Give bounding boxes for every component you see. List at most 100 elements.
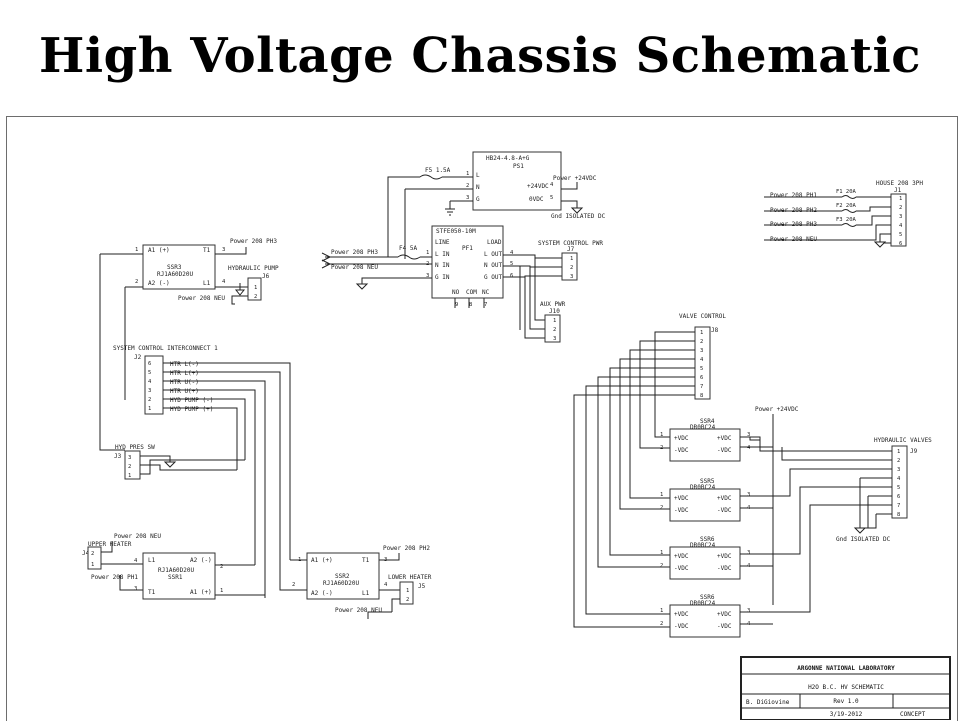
dc-relay-1-n3: 3 — [747, 432, 750, 438]
house-pin2: 2 — [899, 205, 902, 211]
fuse-f5-label: F5 1.5A — [425, 167, 451, 174]
j3-ref: J3 — [114, 453, 122, 460]
ssr1-ref: SSR1 — [168, 574, 183, 581]
power-filter-pf1: STFE050-10M PF1 LINE LOAD L IN N IN G IN… — [426, 225, 514, 308]
dc-relay-1-in-plus: +VDC — [674, 435, 689, 442]
ssr2-power-neu: Power 208 NEU — [335, 607, 382, 614]
house-fuse-f3: F3 20A — [836, 217, 857, 223]
house-in-ph3: Power 208 PH3 — [770, 221, 817, 228]
house-pin3: 3 — [899, 214, 902, 220]
ssr3-part: RJ1A60D20U — [157, 271, 194, 278]
connector-j8: VALVE CONTROL J8 1 2 3 4 5 6 7 8 — [679, 313, 726, 400]
j3-pin1: 1 — [128, 473, 131, 479]
j6-power-neu: Power 208 NEU — [178, 295, 225, 302]
ps1-pin-24v: +24VDC — [527, 183, 549, 190]
pf1-n3: 3 — [426, 273, 429, 279]
j5-pin2: 2 — [406, 597, 409, 603]
dc-relay-4-out-minus: -VDC — [717, 623, 732, 630]
ps1-ref: PS1 — [513, 163, 524, 170]
pf1-part: STFE050-10M — [436, 228, 476, 235]
j2-pin1: 1 — [148, 406, 151, 412]
relay-ssr2: A1 (+) T1 SSR2 RJ1A60D20U A2 (-) L1 1 3 … — [292, 552, 388, 600]
dc-relay-3-part: DR0BC24 — [690, 542, 716, 549]
pf1-lout: L OUT — [484, 251, 502, 258]
j2-sig-1: HYD PUMP (+) — [170, 406, 213, 413]
ssr2-a2: A2 (-) — [311, 590, 333, 597]
ssr2-l1: L1 — [362, 590, 370, 597]
j2-title: SYSTEM CONTROL INTERCONNECT 1 — [113, 345, 218, 352]
dc-relay-2-n1: 1 — [660, 492, 663, 498]
ps1-n4: 4 — [550, 182, 554, 188]
house-pin1: 1 — [899, 196, 902, 202]
ps1-n5: 5 — [550, 195, 553, 201]
ps1-pin-l: L — [476, 172, 480, 179]
connector-j7: SYSTEM CONTROL PWR J7 1 2 3 — [538, 240, 603, 281]
j6-ref: J6 — [262, 273, 270, 280]
j2-pin4: 4 — [148, 379, 152, 385]
j8-pin7: 7 — [700, 384, 703, 390]
j2-pin3: 3 — [148, 388, 151, 394]
j2-pin5: 5 — [148, 370, 151, 376]
j6-title: HYDRAULIC PUMP — [228, 265, 279, 272]
power-24vdc-label: Power +24VDC — [553, 175, 597, 182]
house-pin5: 5 — [899, 232, 902, 238]
dc-relay-1-out-minus: -VDC — [717, 447, 732, 454]
gnd-isolated-label-2: Gnd ISOLATED DC — [836, 536, 891, 543]
ssr3-n4: 4 — [222, 279, 226, 285]
j8-ref: J8 — [711, 327, 719, 334]
j4-power-ph1: Power 208 PH1 — [91, 574, 138, 581]
ssr2-power-ph2: Power 208 PH2 — [383, 545, 430, 552]
j7-pin3: 3 — [570, 274, 573, 280]
gnd-isolated-label: Gnd ISOLATED DC — [551, 213, 606, 220]
j8-pin1: 1 — [700, 330, 703, 336]
j10-pin1: 1 — [553, 318, 556, 324]
ps1-pin-n: N — [476, 184, 480, 191]
dc-relay-3-out-minus: -VDC — [717, 565, 732, 572]
j8-pin2: 2 — [700, 339, 703, 345]
pf1-n6: 6 — [510, 273, 513, 279]
ssr2-n4: 4 — [384, 582, 388, 588]
ssr2-a1: A1 (+) — [311, 557, 333, 564]
ps1-n2: 2 — [466, 183, 469, 189]
pf1-gout: G OUT — [484, 274, 502, 281]
j3-pin3: 3 — [128, 455, 131, 461]
ssr3-a2: A2 (-) — [148, 280, 170, 287]
connector-j3: HYD PRES SW J3 3 2 1 — [114, 444, 155, 480]
j8-pin6: 6 — [700, 375, 703, 381]
j2-sig-2: HYD PUMP (-) — [170, 397, 213, 404]
power-24vdc-label-2: Power +24VDC — [755, 406, 799, 413]
connector-j4: UPPER HEATER J4 2 1 — [82, 541, 132, 570]
house-pin4: 4 — [899, 223, 903, 229]
j9-pin7: 7 — [897, 503, 900, 509]
house-power-j1: HOUSE 208 3PH J1 1 2 3 4 5 6 — [876, 180, 923, 247]
dc-relay-3-n1: 1 — [660, 550, 663, 556]
relay-ssr3: A1 (+) T1 SSR3 RJ1A60D20U A2 (-) L1 1 2 … — [135, 244, 226, 290]
ssr1-l1: L1 — [148, 557, 156, 564]
dc-relay-4-in-plus: +VDC — [674, 611, 689, 618]
ssr3-a1: A1 (+) — [148, 247, 170, 254]
house-fuse-f2: F2 20A — [836, 203, 857, 209]
dc-relay-3-in-minus: -VDC — [674, 565, 689, 572]
j7-ref: J7 — [567, 246, 575, 253]
dc-relay-4-part: DR0BC24 — [690, 600, 716, 607]
j10-ref: J10 — [549, 308, 560, 315]
dc-relay-1-in-minus: -VDC — [674, 447, 689, 454]
fuse-f4-label: F4 5A — [399, 245, 417, 252]
j5-pin1: 1 — [406, 588, 409, 594]
house-in-ph2: Power 208 PH2 — [770, 207, 817, 214]
j5-title: LOWER HEATER — [388, 574, 432, 581]
j7-pin1: 1 — [570, 256, 573, 262]
ps1-n3: 3 — [466, 195, 469, 201]
j4-title: UPPER HEATER — [88, 541, 132, 548]
pf1-n8: 8 — [469, 302, 472, 308]
pf1-n1: 1 — [426, 250, 429, 256]
ssr2-ref: SSR2 — [335, 573, 350, 580]
title-block-drawing: H2O B.C. HV SCHEMATIC — [808, 684, 884, 691]
dc-relay-3-out-plus: +VDC — [717, 553, 732, 560]
dc-relay-1-out-plus: +VDC — [717, 435, 732, 442]
dc-relay-4-out-plus: +VDC — [717, 611, 732, 618]
pf1-no: NO — [452, 289, 460, 296]
title-block-author: B. DiGiovine — [746, 699, 790, 706]
